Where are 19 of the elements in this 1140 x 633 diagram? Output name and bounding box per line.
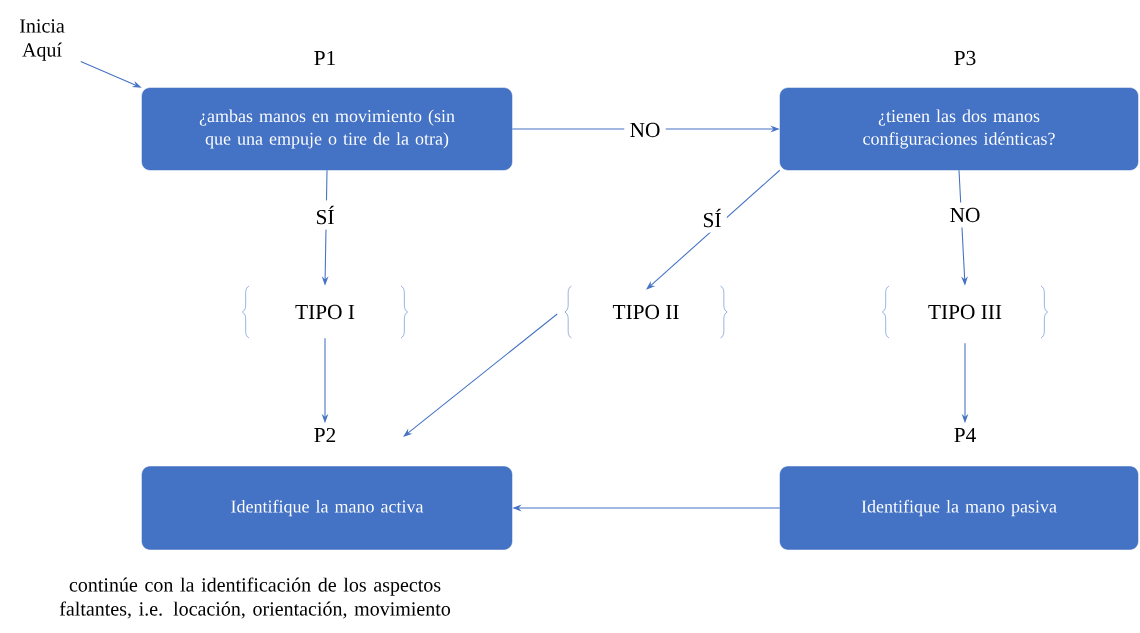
edge-label: SÍ xyxy=(310,200,340,230)
bracketed-label: TIPO III xyxy=(882,285,1048,339)
step-heading: P3 xyxy=(954,50,976,66)
bracketed-label: TIPO II xyxy=(564,285,728,339)
process-box: ¿tienen las dos manos configuraciones idénticas? xyxy=(779,87,1139,171)
arrow xyxy=(403,313,558,437)
process-box: Identifique la mano activa xyxy=(141,466,513,550)
step-heading: P2 xyxy=(314,427,336,443)
step-heading: P4 xyxy=(954,428,976,442)
edge-label: NO xyxy=(624,117,666,143)
note-text: continúe con la identificación de los aspectos faltantes, i.e. locación, orientación, movimiento xyxy=(59,577,451,619)
process-box: ¿ambas manos en movimiento (sin que una empuje o tire de la otra) xyxy=(141,87,513,171)
start-label: Inicia Aquí xyxy=(19,19,65,61)
bracketed-label: TIPO I xyxy=(242,285,408,339)
edge-label: SÍ xyxy=(697,203,727,233)
step-heading: P1 xyxy=(314,50,335,66)
edge-label: NO xyxy=(944,202,986,228)
process-box: Identifique la mano pasiva xyxy=(779,466,1139,550)
arrow xyxy=(646,169,781,290)
